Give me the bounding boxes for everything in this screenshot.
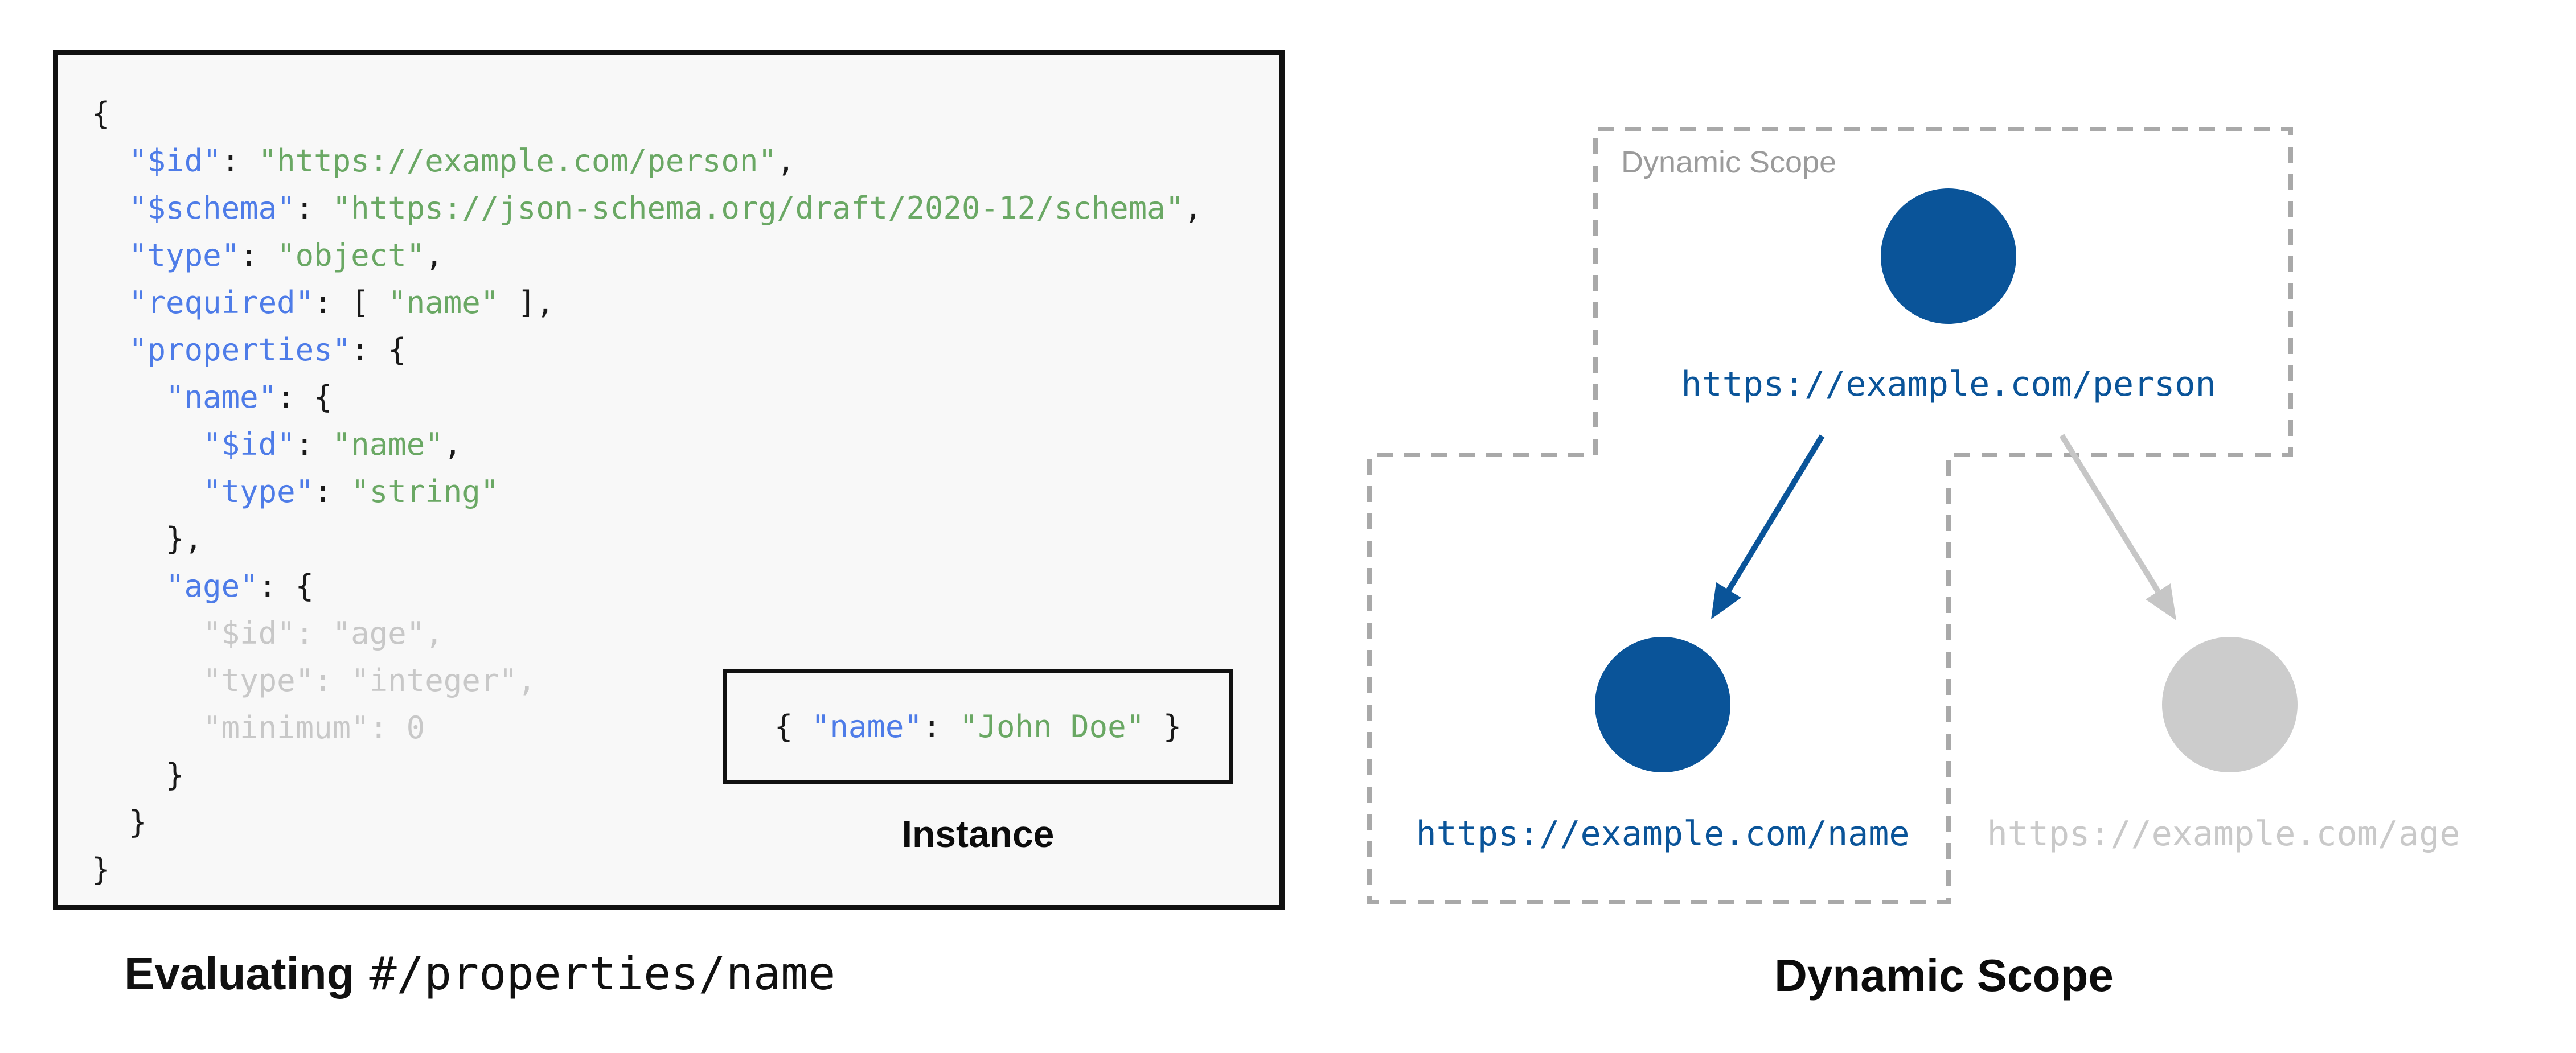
code-token: { [774, 709, 811, 744]
schema-code-panel: { "$id": "https://example.com/person", "… [53, 50, 1285, 910]
schema-code: { "$id": "https://example.com/person", "… [92, 90, 1203, 893]
node-age-label: https://example.com/age [1987, 814, 2460, 854]
code-token: : { [258, 568, 314, 604]
code-token: }, [92, 521, 203, 557]
code-line: "type": "string" [92, 468, 1203, 515]
code-token: "type": "integer", [92, 663, 536, 698]
code-token: "John Doe" [959, 709, 1145, 744]
code-line: "$id": "https://example.com/person", [92, 137, 1203, 184]
code-token: "age" [166, 568, 259, 604]
code-token: "type" [203, 474, 314, 509]
code-token: "name" [811, 709, 922, 744]
code-token: "https://example.com/person" [258, 143, 777, 179]
evaluating-caption: Evaluating #/properties/name [124, 947, 835, 1000]
code-token: "name" [332, 426, 444, 462]
edge-person-to-name [1726, 434, 1825, 592]
code-line: "required": [ "name" ], [92, 279, 1203, 326]
code-token: : [295, 426, 333, 462]
edge-person-to-age [2059, 434, 2161, 593]
code-line: "properties": { [92, 326, 1203, 373]
code-token: "$id" [129, 143, 221, 179]
code-token: "required" [129, 285, 314, 320]
node-name-circle [1595, 637, 1730, 772]
code-line: { [92, 90, 1203, 137]
code-token: "https://json-schema.org/draft/2020-12/s… [332, 190, 1184, 226]
code-token: "name" [388, 285, 499, 320]
evaluating-caption-word: Evaluating [124, 948, 355, 999]
code-token: "$id": "age", [92, 615, 444, 651]
edge-person-to-age-arrowhead [2146, 583, 2176, 620]
instance-label: Instance [901, 813, 1055, 855]
code-token: "string" [351, 474, 499, 509]
code-token: ], [499, 285, 555, 320]
code-token: , [425, 237, 444, 273]
instance-box: { "name": "John Doe" } [723, 669, 1233, 784]
code-token: : [221, 143, 259, 179]
code-token: "$id" [203, 426, 296, 462]
evaluating-caption-pointer: #/properties/name [369, 947, 836, 1000]
node-person-circle [1881, 188, 2016, 324]
code-token: , [443, 426, 462, 462]
code-token: { [92, 96, 110, 131]
code-token: : [295, 190, 333, 226]
code-line: } [92, 751, 1203, 799]
instance-json: { "name": "John Doe" } [774, 709, 1182, 744]
code-token: : { [351, 332, 407, 368]
code-token: "name" [166, 379, 277, 415]
code-token: : [314, 474, 351, 509]
edge-person-to-name-arrowhead [1711, 582, 1741, 619]
code-token: , [1184, 190, 1203, 226]
code-line: "$id": "age", [92, 610, 1203, 657]
code-line: "type": "integer", [92, 657, 1203, 704]
code-line: } [92, 799, 1203, 846]
code-token: : { [277, 379, 333, 415]
code-line: "minimum": 0 [92, 704, 1203, 751]
node-person-label: https://example.com/person [1681, 364, 2216, 404]
dynamic-scope-region-label: Dynamic Scope [1621, 145, 1837, 179]
code-token: "type" [129, 237, 240, 273]
code-line: }, [92, 515, 1203, 562]
code-token: : [922, 709, 959, 744]
code-line: "type": "object", [92, 232, 1203, 279]
node-name-label: https://example.com/name [1416, 814, 1910, 854]
code-token: } [1145, 709, 1182, 744]
node-age-circle [2162, 637, 2298, 772]
code-line: } [92, 846, 1203, 893]
code-token: "properties" [129, 332, 351, 368]
code-token: : [240, 237, 277, 273]
dynamic-scope-outline [1367, 127, 2293, 904]
code-line: "$id": "name", [92, 421, 1203, 468]
dynamic-scope-caption: Dynamic Scope [1774, 950, 2114, 1001]
code-token: "minimum": 0 [92, 710, 425, 746]
code-line: "name": { [92, 373, 1203, 421]
code-token: "object" [277, 237, 425, 273]
code-line: "$schema": "https://json-schema.org/draf… [92, 184, 1203, 232]
code-line: "age": { [92, 562, 1203, 610]
code-token: , [776, 143, 795, 179]
code-token: : [ [314, 285, 388, 320]
code-token: "$schema" [129, 190, 296, 226]
code-token: } [92, 804, 147, 840]
code-token: } [92, 852, 110, 887]
code-token: } [92, 757, 184, 793]
